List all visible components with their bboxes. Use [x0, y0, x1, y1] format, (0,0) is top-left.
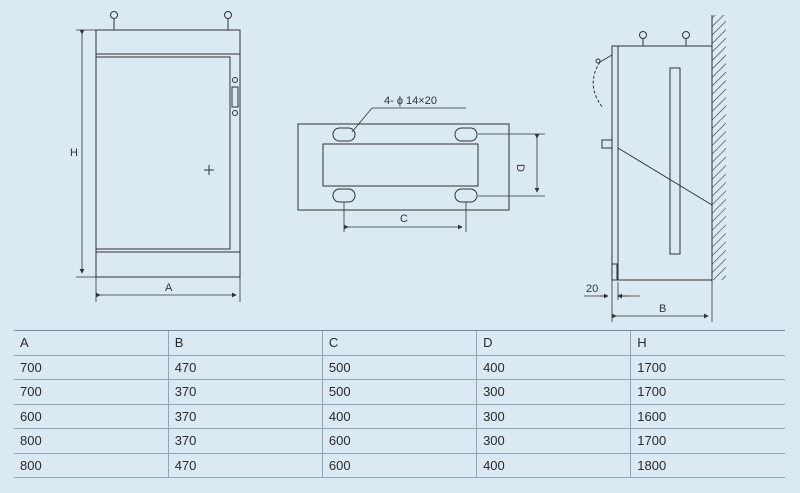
table-row: 800 370 600 300 1700	[14, 428, 785, 454]
table-cell: 370	[167, 403, 323, 429]
depth-label: D	[514, 164, 526, 172]
table-cell: 500	[321, 354, 477, 380]
table-cell: 600	[321, 452, 477, 478]
table-cell: 700	[14, 354, 169, 380]
technical-drawing: H A 4- ϕ 14×20 C D	[70, 11, 726, 322]
table-header-row: A B C D H	[14, 330, 785, 356]
table-cell: 800	[14, 428, 169, 454]
lifting-eye-left	[110, 11, 118, 30]
mounting-slot-bottom-right	[454, 188, 478, 203]
side-depth-label: B	[659, 303, 666, 315]
hole-callout-label: 4- ϕ 14×20	[384, 95, 437, 107]
table-cell: 1800	[630, 452, 785, 478]
table-row: 600 370 400 300 1600	[14, 403, 785, 429]
table-row: 700 470 500 400 1700	[14, 354, 785, 380]
table-cell: 600	[321, 428, 477, 454]
table-cell: 400	[321, 403, 477, 429]
door-panel	[95, 56, 231, 250]
side-view	[584, 15, 726, 322]
table-cell: 300	[476, 403, 631, 429]
table-cell: 400	[476, 354, 631, 380]
table-cell: 1700	[630, 354, 785, 380]
handle-icon	[231, 86, 239, 108]
front-view	[76, 11, 241, 302]
door-swing-arc	[592, 61, 604, 109]
base-view	[297, 107, 545, 232]
base-outline	[297, 123, 510, 211]
side-lifting-eye-right	[682, 31, 690, 46]
table-cell: 800	[14, 452, 169, 478]
header-b: B	[167, 330, 323, 356]
table-cell: 1600	[630, 403, 785, 429]
lifting-eye-right	[224, 11, 232, 30]
side-slot	[669, 67, 681, 255]
hole-leader-line	[351, 107, 373, 133]
table-row: 800 470 600 400 1800	[14, 452, 785, 478]
top-panel	[95, 29, 241, 55]
mounting-slot-bottom-left	[332, 188, 356, 203]
header-d: D	[476, 330, 631, 356]
height-label: H	[70, 147, 78, 159]
table-cell: 700	[14, 379, 169, 405]
table-cell: 600	[14, 403, 169, 429]
table-cell: 400	[476, 452, 631, 478]
header-h: H	[630, 330, 785, 356]
offset-label: 20	[586, 283, 598, 295]
table-cell: 1700	[630, 379, 785, 405]
side-cabinet-outline	[611, 45, 713, 281]
header-c: C	[321, 330, 477, 356]
table-cell: 370	[167, 428, 323, 454]
header-a: A	[14, 330, 169, 356]
table-cell: 300	[476, 428, 631, 454]
dimension-table: A B C D H 700 470 500 400 1700 700 370 5…	[14, 330, 785, 478]
table-cell: 370	[167, 379, 323, 405]
side-lifting-eye-left	[639, 31, 647, 46]
wall-hatch	[712, 15, 726, 280]
latch-icon	[601, 139, 613, 149]
table-cell: 1700	[630, 428, 785, 454]
cabinet-outline	[95, 29, 241, 278]
span-label: C	[400, 213, 408, 225]
bottom-panel	[95, 251, 241, 278]
lock-icon	[232, 77, 238, 83]
mounting-slot-top-right	[454, 127, 478, 142]
table-cell: 300	[476, 379, 631, 405]
mounting-slot-top-left	[332, 127, 356, 142]
table-row: 700 370 500 300 1700	[14, 379, 785, 405]
base-opening	[322, 143, 479, 187]
table-cell: 470	[167, 452, 323, 478]
width-label: A	[165, 282, 173, 294]
table-cell: 500	[321, 379, 477, 405]
bracket-line	[617, 147, 713, 206]
center-mark-icon	[204, 165, 214, 175]
table-cell: 470	[167, 354, 323, 380]
